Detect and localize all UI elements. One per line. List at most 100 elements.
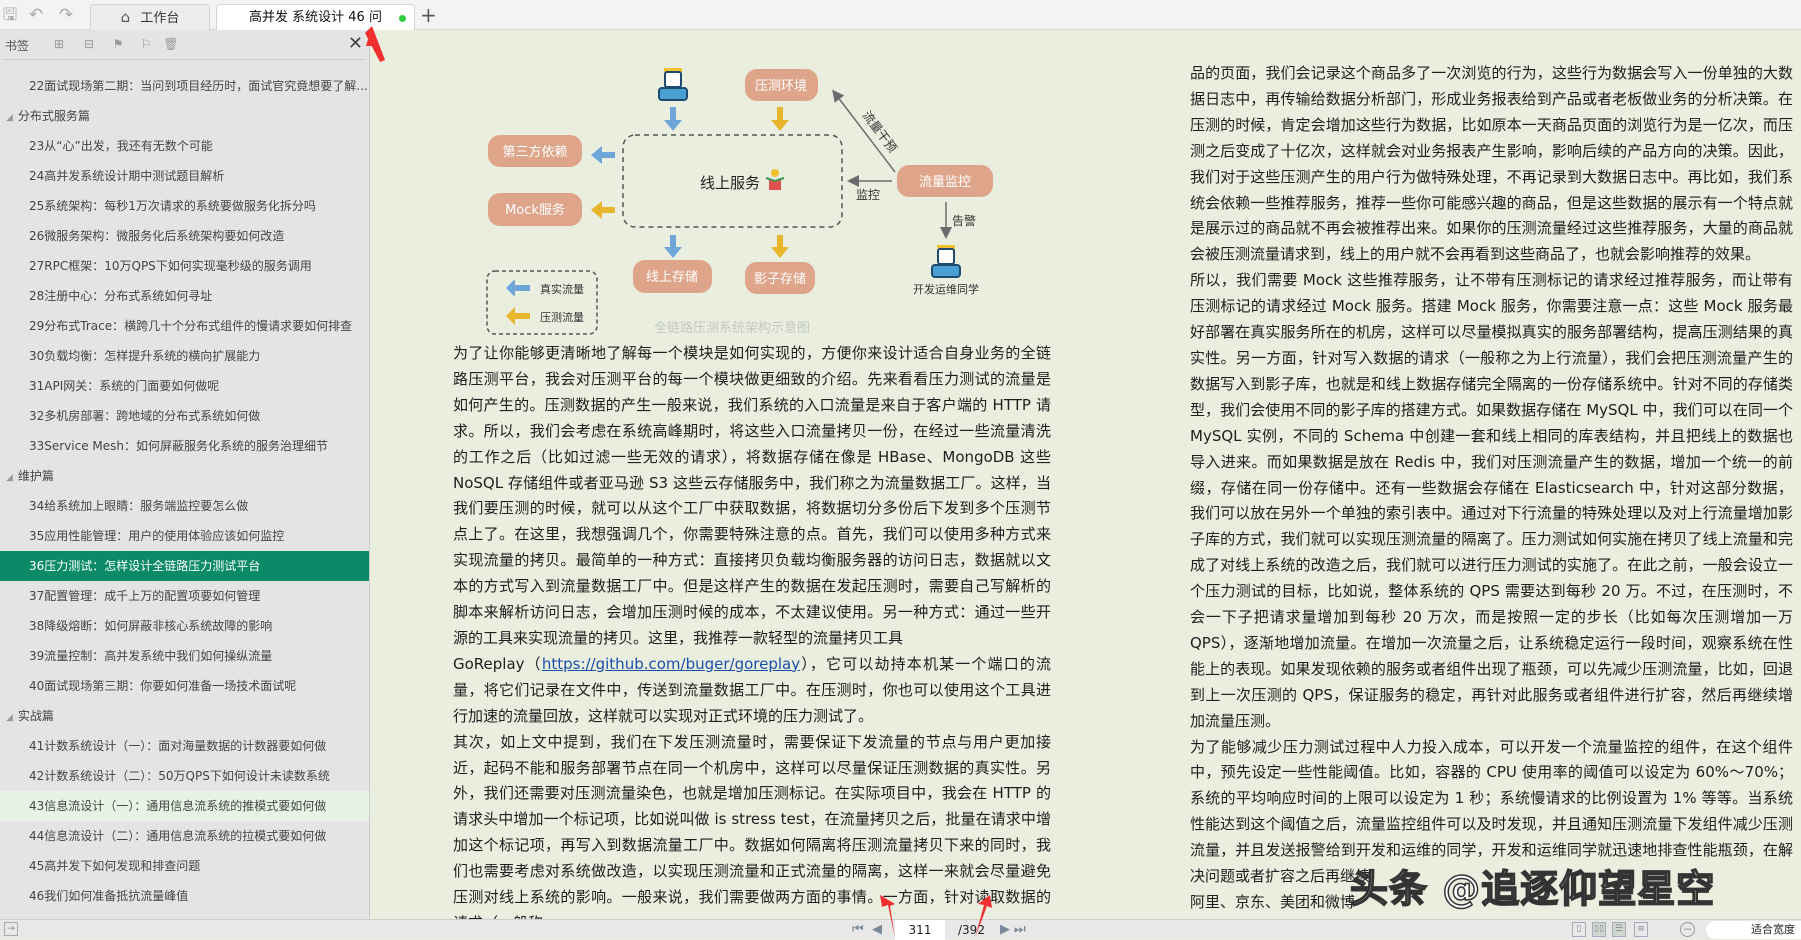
double-page-view-icon[interactable]: ▯▯ bbox=[1592, 922, 1606, 937]
sidebar-item[interactable]: 31API网关：系统的门面要如何做呢 bbox=[0, 371, 369, 401]
sidebar-header: 书签 ⊞ ⊟ ⚑ ⚐ 🗑 ✕ bbox=[3, 30, 366, 60]
online-service-label: 线上服务 bbox=[700, 174, 760, 192]
page-number-input[interactable]: 311 bbox=[895, 920, 945, 940]
zoom-out-icon[interactable]: − bbox=[1680, 922, 1695, 937]
single-page-view-icon[interactable]: ▯ bbox=[1572, 922, 1586, 937]
sidebar-item[interactable]: 33Service Mesh：如何屏蔽服务化系统的服务治理细节 bbox=[0, 431, 369, 461]
sidebar-section[interactable]: ◢ 分布式服务篇 bbox=[0, 101, 369, 131]
tab-label: 高并发 系统设计 46 问 bbox=[249, 10, 382, 25]
save-icon[interactable]: 🖫 bbox=[2, 5, 18, 25]
sidebar-item-label: 25系统架构：每秒1万次请求的系统要做服务化拆分吗 bbox=[29, 199, 316, 213]
expand-all-icon[interactable]: ⊞ bbox=[53, 37, 65, 51]
online-storage-box: 线上存储 bbox=[633, 260, 712, 293]
tab-bar: 🖫 ↶ ↷ ⌂ 工作台 高并发 系统设计 46 问 + bbox=[0, 0, 1801, 30]
sidebar-item[interactable]: 35应用性能管理：用户的使用体验应该如何监控 bbox=[0, 521, 369, 551]
sidebar-item[interactable]: 27RPC框架：10万QPS下如何实现毫秒级的服务调用 bbox=[0, 251, 369, 281]
sidebar-item[interactable]: 42计数系统设计（二）：50万QPS下如何设计未读数系统 bbox=[0, 761, 369, 791]
real-traffic-arrow bbox=[591, 146, 615, 164]
sidebar-item[interactable]: 43信息流设计（一）：通用信息流系统的推模式要如何做 bbox=[0, 791, 369, 821]
dev-ops-label: 开发运维同学 bbox=[913, 282, 979, 296]
sidebar-item-label: 42计数系统设计（二）：50万QPS下如何设计未读数系统 bbox=[29, 769, 330, 783]
first-page-icon[interactable]: ⏮ bbox=[852, 922, 864, 937]
sidebar-item[interactable]: 22面试现场第二期：当问到项目经历时，面试官究竟想要了解... bbox=[0, 71, 369, 101]
new-tab-button[interactable]: + bbox=[420, 3, 437, 27]
page-left-column: 为了让你能够更清晰地了解每一个模块是如何实现的，方便你来设计适合自身业务的全链路… bbox=[453, 341, 1051, 919]
legend-real-arrow bbox=[506, 279, 530, 297]
sidebar-item[interactable]: 28注册中心：分布式系统如何寻址 bbox=[0, 281, 369, 311]
svg-text:压测环境: 压测环境 bbox=[755, 79, 807, 94]
svg-text:线上存储: 线上存储 bbox=[646, 270, 698, 285]
close-icon[interactable]: ✕ bbox=[347, 33, 363, 54]
status-bar: → ⏮ ◀ 311 /392 ▶ ⏭ ▯ ▯▯ ☰ ≡ − 适合宽度 bbox=[0, 919, 1801, 940]
test-traffic-arrow bbox=[771, 235, 789, 258]
delete-bookmark-icon[interactable]: 🗑 bbox=[163, 37, 179, 51]
plant-icon bbox=[765, 169, 785, 190]
sidebar-item[interactable]: 23从“心”出发，我还有无数个可能 bbox=[0, 131, 369, 161]
collapse-triangle-icon[interactable]: ◢ bbox=[6, 713, 13, 723]
redo-icon[interactable]: ↷ bbox=[58, 5, 74, 25]
prev-page-icon[interactable]: ◀ bbox=[872, 922, 882, 937]
sidebar-item-label: 维护篇 bbox=[17, 469, 54, 483]
sidebar-section[interactable]: ◢实战篇 bbox=[0, 701, 369, 731]
undo-icon[interactable]: ↶ bbox=[28, 5, 44, 25]
sidebar-item[interactable]: 39流量控制：高并发系统中我们如何操纵流量 bbox=[0, 641, 369, 671]
pressure-env-box: 压测环境 bbox=[745, 69, 818, 101]
sidebar-item-label: 31API网关：系统的门面要如何做呢 bbox=[29, 379, 220, 393]
sidebar-item[interactable]: 26微服务架构：微服务化后系统架构要如何改造 bbox=[0, 221, 369, 251]
sidebar-item[interactable]: 25系统架构：每秒1万次请求的系统要做服务化拆分吗 bbox=[0, 191, 369, 221]
zoom-mode-select[interactable]: 适合宽度 bbox=[1706, 921, 1801, 939]
collapse-triangle-icon[interactable]: ◢ bbox=[6, 113, 13, 123]
sidebar-item-label: 38降级熔断：如何屏蔽非核心系统故障的影响 bbox=[29, 619, 273, 633]
sidebar-item[interactable]: 30负载均衡：怎样提升系统的横向扩展能力 bbox=[0, 341, 369, 371]
page-right-column: 品的页面，我们会记录这个商品多了一次浏览的行为，这些行为数据会写入一份单独的大数… bbox=[1190, 61, 1793, 916]
collapse-triangle-icon[interactable]: ◢ bbox=[6, 473, 13, 483]
sidebar-item[interactable]: 40面试现场第三期：你要如何准备一场技术面试呢 bbox=[0, 671, 369, 701]
sidebar-item-label: 27RPC框架：10万QPS下如何实现毫秒级的服务调用 bbox=[29, 259, 312, 273]
sidebar-item-label: 26微服务架构：微服务化后系统架构要如何改造 bbox=[29, 229, 285, 243]
tab-document[interactable]: 高并发 系统设计 46 问 bbox=[216, 4, 415, 30]
svg-text:流量监控: 流量监控 bbox=[919, 175, 971, 190]
add-bookmark-icon[interactable]: ⚑ bbox=[112, 37, 124, 51]
svg-text:Mock服务: Mock服务 bbox=[505, 202, 565, 218]
edit-bookmark-icon[interactable]: ⚐ bbox=[140, 37, 152, 51]
sidebar-section[interactable]: ◢ 维护篇 bbox=[0, 461, 369, 491]
paragraph: 品的页面，我们会记录这个商品多了一次浏览的行为，这些行为数据会写入一份单独的大数… bbox=[1190, 64, 1793, 264]
book-view-icon[interactable]: ≡ bbox=[1634, 922, 1648, 937]
sidebar-item[interactable]: 29分布式Trace：横跨几十个分布式组件的慢请求要如何排查 bbox=[0, 311, 369, 341]
diagram-caption: 全链路压测系统架构示意图 bbox=[654, 320, 810, 336]
sidebar-item[interactable]: 34给系统加上眼睛：服务端监控要怎么做 bbox=[0, 491, 369, 521]
real-traffic-arrow bbox=[664, 107, 682, 131]
sidebar-item[interactable]: 45高并发下如何发现和排查问题 bbox=[0, 851, 369, 881]
tab-workbench[interactable]: ⌂ 工作台 bbox=[90, 4, 210, 30]
home-icon: ⌂ bbox=[120, 8, 131, 26]
continuous-view-icon[interactable]: ☰ bbox=[1612, 922, 1626, 937]
sidebar-item[interactable]: 46我们如何准备抵抗流量峰值 bbox=[0, 881, 369, 911]
sidebar-item[interactable]: 44信息流设计（二）：通用信息流系统的拉模式要如何做 bbox=[0, 821, 369, 851]
legend-real-label: 真实流量 bbox=[540, 282, 584, 296]
sidebar-item-label: 35应用性能管理：用户的使用体验应该如何监控 bbox=[29, 529, 285, 543]
sidebar-item-label: 分布式服务篇 bbox=[17, 109, 90, 123]
goreplay-link[interactable]: https://github.com/buger/goreplay bbox=[541, 654, 801, 673]
sidebar-item[interactable]: 41计数系统设计（一）：面对海量数据的计数器要如何做 bbox=[0, 731, 369, 761]
sidebar-item-label: 40面试现场第三期：你要如何准备一场技术面试呢 bbox=[29, 679, 297, 693]
sidebar-item[interactable]: 32多机房部署：跨地域的分布式系统如何做 bbox=[0, 401, 369, 431]
sidebar-item[interactable]: 37配置管理：成千上万的配置项要如何管理 bbox=[0, 581, 369, 611]
next-page-icon[interactable]: ▶ bbox=[1000, 922, 1010, 937]
sidebar-item[interactable]: 38降级熔断：如何屏蔽非核心系统故障的影响 bbox=[0, 611, 369, 641]
dev-ops-user-icon bbox=[931, 245, 961, 278]
test-traffic-arrow bbox=[771, 107, 789, 131]
expand-sidebar-icon[interactable]: → bbox=[4, 922, 18, 936]
sidebar-item[interactable]: 24高并发系统设计期中测试题目解析 bbox=[0, 161, 369, 191]
last-page-icon[interactable]: ⏭ bbox=[1014, 922, 1026, 937]
third-party-box: 第三方依赖 bbox=[488, 135, 582, 167]
legend-test-label: 压测流量 bbox=[540, 310, 584, 324]
svg-text:第三方依赖: 第三方依赖 bbox=[502, 144, 567, 160]
sidebar-item-label: 43信息流设计（一）：通用信息流系统的推模式要如何做 bbox=[29, 799, 327, 813]
collapse-all-icon[interactable]: ⊟ bbox=[83, 37, 95, 51]
paragraph: 为了能够减少压力测试过程中人力投入成本，可以开发一个流量监控的组件，在这个组件中… bbox=[1190, 737, 1793, 886]
online-service-box bbox=[622, 134, 843, 228]
traffic-monitor-box: 流量监控 bbox=[897, 165, 993, 197]
shadow-storage-box: 影子存储 bbox=[745, 262, 815, 294]
sidebar-item-label: 34给系统加上眼睛：服务端监控要怎么做 bbox=[29, 499, 249, 513]
sidebar-item[interactable]: 36压力测试：怎样设计全链路压力测试平台 bbox=[0, 551, 369, 581]
